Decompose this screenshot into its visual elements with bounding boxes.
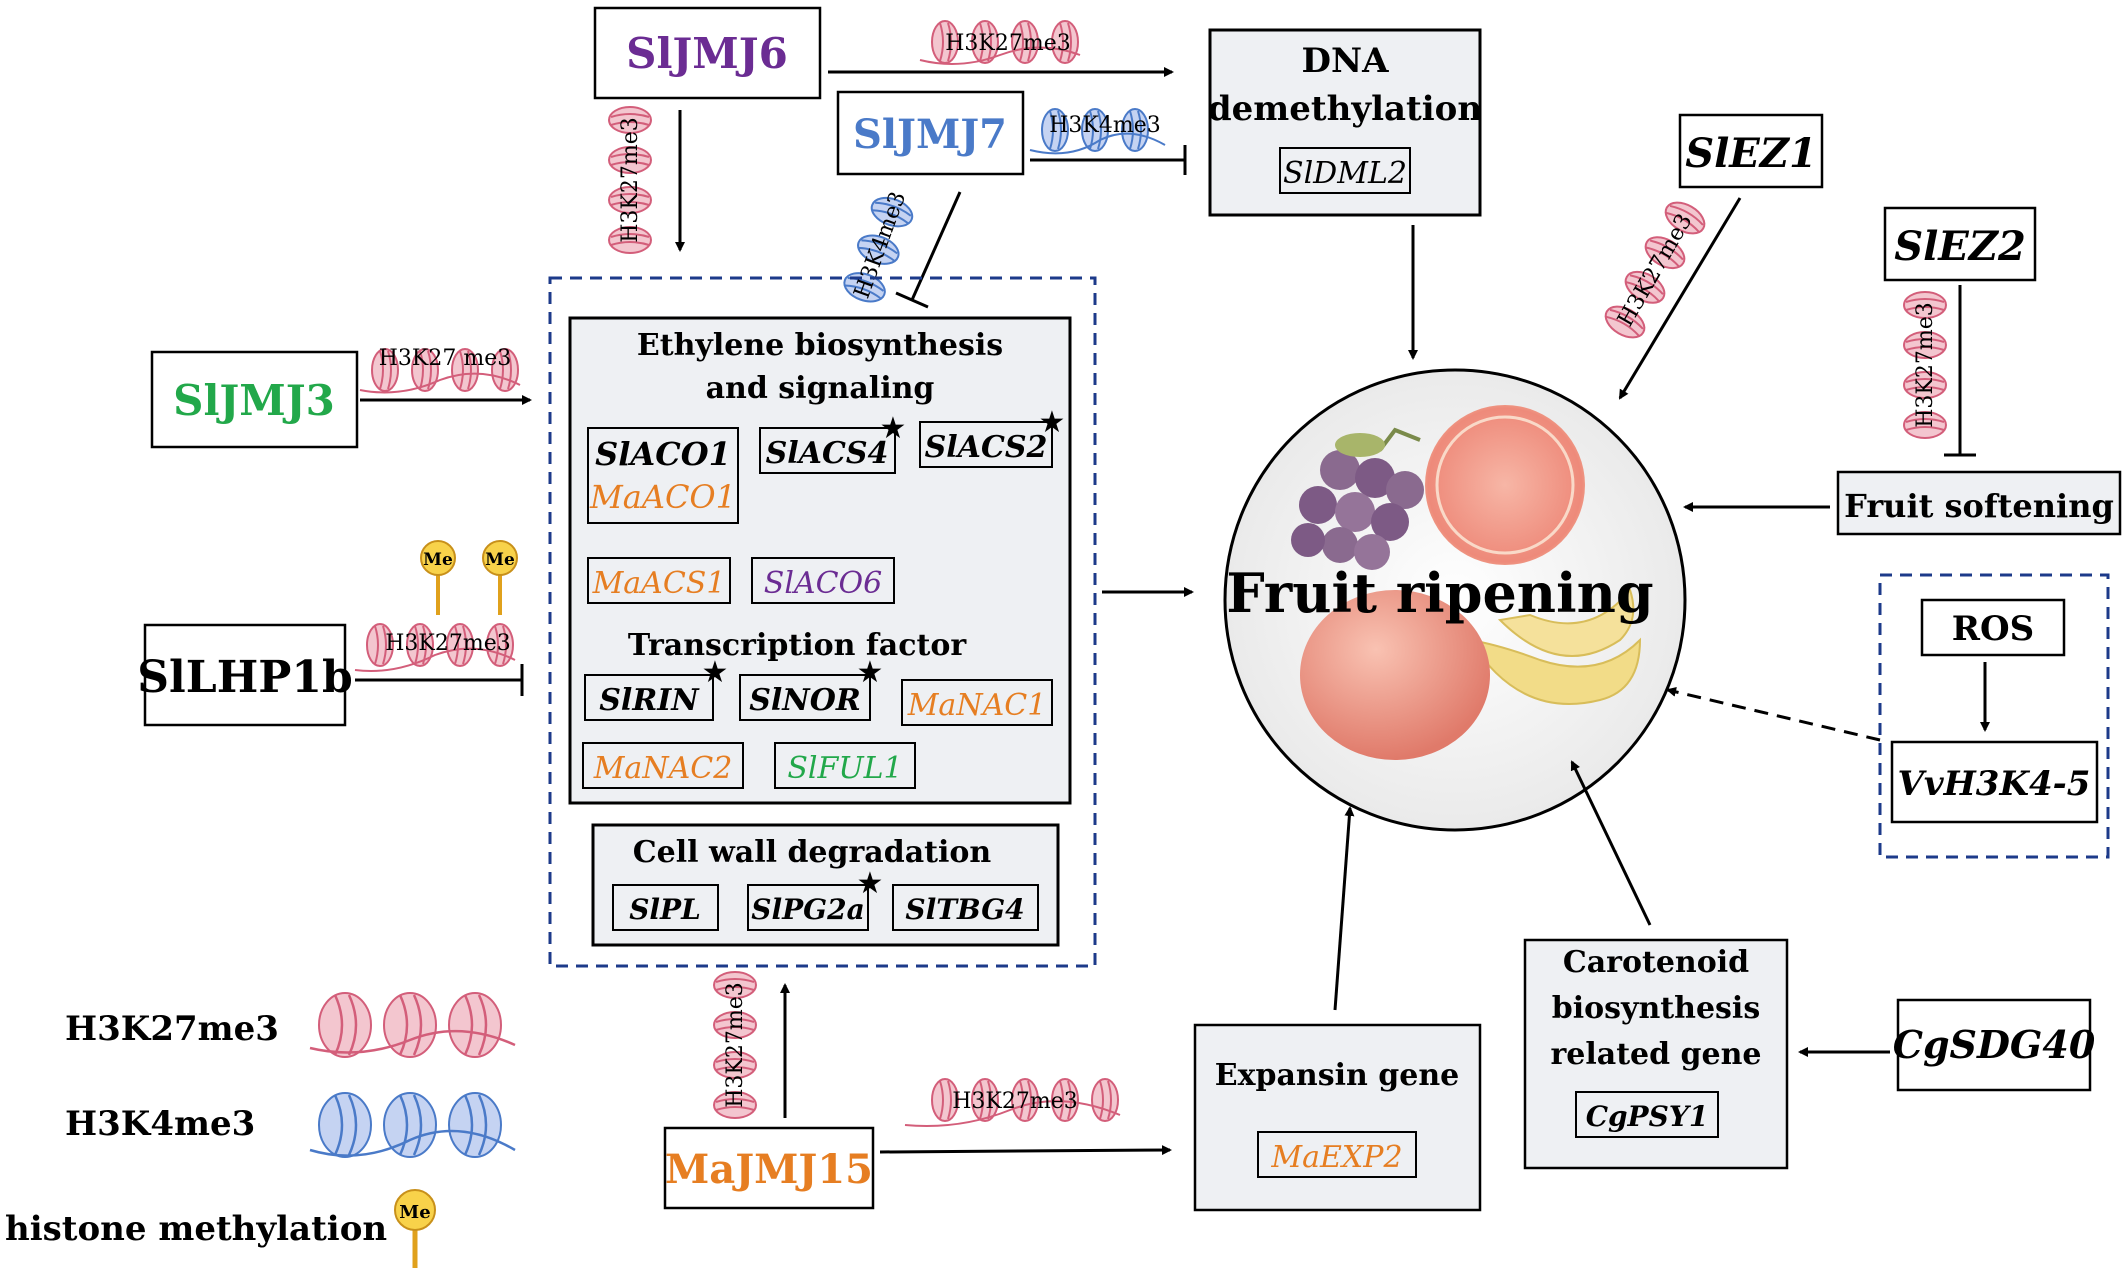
banana-illustration bbox=[1467, 587, 1642, 705]
gene-slacs4: SlACS4 bbox=[766, 436, 889, 471]
majmj15-label: MaJMJ15 bbox=[665, 1146, 873, 1193]
legend-me-label: Me bbox=[399, 1202, 430, 1223]
majmj15-to-targets-arrow: H3K27me3 bbox=[713, 971, 790, 1119]
cgsdg40-label: CgSDG40 bbox=[1893, 1022, 2096, 1067]
gene-maaco1: MaACO1 bbox=[589, 478, 736, 516]
gene-slpl: SlPL bbox=[629, 893, 701, 926]
grapefruit-illustration bbox=[1425, 405, 1585, 565]
slez1-to-ripening-arrow: H3K27me3 bbox=[1599, 195, 1742, 400]
cgsdg40-node: CgSDG40 bbox=[1893, 998, 2096, 1092]
sljmj7-label: SlJMJ7 bbox=[853, 111, 1007, 158]
slez1-mark: H3K27me3 bbox=[1613, 210, 1697, 331]
cell-wall-title: Cell wall degradation bbox=[633, 835, 992, 870]
sljmj7-to-ethylene-inhibit: H3K4me3 bbox=[839, 189, 962, 309]
slez2-mark: H3K27me3 bbox=[1913, 302, 1938, 428]
carotenoid-node: Carotenoid biosynthesis related gene CgP… bbox=[1523, 938, 1789, 1170]
sljmj3-to-ethylene-arrow: H3K27 me3 bbox=[359, 346, 532, 405]
gene-maexp2: MaEXP2 bbox=[1270, 1140, 1402, 1175]
sljmj6-dna-mark: H3K27me3 bbox=[945, 31, 1071, 56]
vvh3k4-5-label: VvH3K4-5 bbox=[1898, 764, 2091, 804]
star-slnor: ★ bbox=[857, 655, 884, 690]
slez2-node: SlEZ2 bbox=[1883, 206, 2037, 282]
sljmj3-label: SlJMJ3 bbox=[173, 376, 335, 425]
carotenoid-line-1: Carotenoid bbox=[1563, 945, 1749, 980]
gene-slacs2: SlACS2 bbox=[925, 430, 1048, 465]
expansin-to-ripening-arrow bbox=[1333, 806, 1355, 1011]
majmj15-node: MaJMJ15 bbox=[663, 1126, 875, 1210]
slez2-to-softening-inhibit: H3K27me3 bbox=[1903, 285, 1976, 457]
gene-slful1: SlFUL1 bbox=[787, 751, 902, 786]
sljmj7-to-dna-inhibit: H3K4me3 bbox=[1029, 108, 1187, 175]
tf-title: Transcription factor bbox=[628, 628, 968, 663]
me-pin-1-label: Me bbox=[423, 550, 453, 570]
majmj15-to-expansin-arrow: H3K27me3 bbox=[879, 1078, 1172, 1156]
cell-wall-panel: Cell wall degradation SlPL SlPG2a ★ SlTB… bbox=[591, 823, 1060, 947]
legend-h3k4me3-label: H3K4me3 bbox=[65, 1104, 255, 1144]
tomato-illustration bbox=[1300, 590, 1490, 760]
sllhp1b-mark: H3K27me3 bbox=[385, 631, 511, 656]
gene-maacs1: MaACS1 bbox=[592, 566, 726, 601]
carotenoid-line-2: biosynthesis bbox=[1552, 991, 1760, 1026]
gene-sldml2: SlDML2 bbox=[1283, 156, 1407, 191]
gene-slaco6: SlACO6 bbox=[764, 566, 882, 601]
dna-title-1: DNA bbox=[1302, 41, 1390, 81]
sllhp1b-label: SlLHP1b bbox=[137, 652, 352, 703]
sljmj3-mark: H3K27 me3 bbox=[379, 346, 511, 371]
dna-demethylation-node: DNA demethylation SlDML2 bbox=[1208, 28, 1482, 217]
carotenoid-to-ripening-arrow bbox=[1570, 760, 1652, 926]
grapes-illustration bbox=[1291, 427, 1424, 570]
legend-pink-nucleosome-1 bbox=[317, 991, 373, 1059]
sllhp1b-to-ethylene-inhibit: H3K27me3 Me Me bbox=[354, 540, 524, 696]
legend-pink-nucleosome-3 bbox=[447, 991, 503, 1059]
sljmj6-to-ethylene-arrow: H3K27me3 bbox=[608, 106, 685, 254]
slez2-label: SlEZ2 bbox=[1894, 223, 2026, 270]
legend-histone-methylation-label: histone methylation bbox=[5, 1209, 387, 1249]
sljmj6-vertical-mark: H3K27me3 bbox=[618, 117, 643, 243]
star-slacs4: ★ bbox=[880, 411, 907, 446]
star-slacs2: ★ bbox=[1039, 405, 1066, 440]
legend-blue-nucleosome-3 bbox=[447, 1091, 503, 1159]
fruit-softening-node: Fruit softening bbox=[1836, 470, 2122, 536]
legend-blue-nucleosome-1 bbox=[317, 1091, 373, 1159]
sljmj3-node: SlJMJ3 bbox=[150, 350, 359, 449]
me-pin-2-label: Me bbox=[485, 550, 515, 570]
ros-container: ROS VvH3K4-5 bbox=[1878, 573, 2110, 859]
legend: H3K27me3 H3K4me3 histone methylation Me bbox=[5, 991, 516, 1268]
sllhp1b-node: SlLHP1b bbox=[137, 623, 353, 727]
fruit-softening-label: Fruit softening bbox=[1844, 487, 2114, 525]
gene-manac1: MaNAC1 bbox=[907, 688, 1047, 723]
majmj15-vertical-mark: H3K27me3 bbox=[723, 982, 748, 1108]
star-slrin: ★ bbox=[702, 655, 729, 690]
gene-slrin: SlRIN bbox=[599, 683, 700, 718]
sljmj6-node: SlJMJ6 bbox=[593, 6, 822, 100]
fruit-ripening-label: Fruit ripening bbox=[1226, 561, 1653, 625]
star-slpg2a: ★ bbox=[857, 866, 884, 901]
sljmj6-label: SlJMJ6 bbox=[626, 29, 788, 78]
sljmj7-node: SlJMJ7 bbox=[836, 90, 1025, 176]
ethylene-panel: Ethylene biosynthesis and signaling SlAC… bbox=[568, 316, 1072, 805]
ethylene-title-1: Ethylene biosynthesis bbox=[637, 328, 1003, 363]
expansin-title: Expansin gene bbox=[1215, 1058, 1459, 1093]
expansin-node: Expansin gene MaEXP2 bbox=[1193, 1023, 1482, 1212]
gene-slaco1: SlACO1 bbox=[595, 435, 731, 473]
majmj15-horizontal-mark: H3K27me3 bbox=[952, 1089, 1078, 1114]
sljmj6-to-dna-arrow: H3K27me3 bbox=[828, 20, 1174, 77]
gene-cgpsy1: CgPSY1 bbox=[1586, 1100, 1709, 1133]
gene-slpg2a: SlPG2a bbox=[751, 893, 864, 926]
ros-label: ROS bbox=[1952, 609, 2034, 649]
gene-slnor: SlNOR bbox=[749, 683, 861, 718]
slez1-label: SlEZ1 bbox=[1685, 130, 1817, 177]
dna-title-2: demethylation bbox=[1208, 89, 1482, 129]
fruit-ripening-circle: Fruit ripening bbox=[1223, 368, 1687, 832]
ethylene-title-2: and signaling bbox=[706, 371, 935, 406]
carotenoid-line-3: related gene bbox=[1550, 1037, 1761, 1072]
ros-to-ripening-dashed-arrow bbox=[1666, 686, 1881, 742]
target-gene-container bbox=[548, 276, 1097, 968]
gene-sltbg4: SlTBG4 bbox=[905, 893, 1024, 926]
slez1-node: SlEZ1 bbox=[1678, 113, 1824, 189]
legend-h3k27me3-label: H3K27me3 bbox=[65, 1009, 279, 1049]
sljmj7-dna-mark: H3K4me3 bbox=[1049, 113, 1161, 138]
gene-manac2: MaNAC2 bbox=[593, 751, 733, 786]
